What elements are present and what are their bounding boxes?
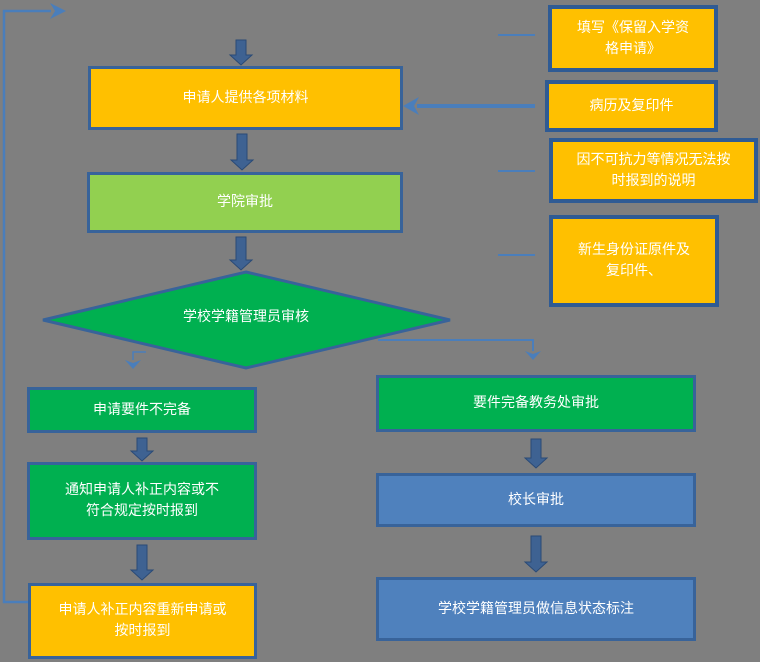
branch-right-arrowhead <box>525 351 541 360</box>
attachment-id-card: 新生身份证原件及复印件、 <box>549 215 719 307</box>
branch-left-line <box>132 351 146 360</box>
arrow-college-to-review <box>228 236 254 271</box>
arrow-notify-to-resubmit <box>129 544 155 581</box>
decision-diamond-shape <box>42 270 451 370</box>
loop-arrowhead-right <box>50 3 66 19</box>
arrow-start-to-materials <box>228 39 254 66</box>
node-complete-approval-label: 要件完备教务处审批 <box>473 395 599 411</box>
arrow-complete-to-principal <box>523 438 549 469</box>
arrow-principal-to-mark <box>523 535 549 573</box>
node-notify-correct: 通知申请人补正内容或不符合规定按时报到 <box>27 462 257 540</box>
node-provide-materials-label: 申请人提供各项材料 <box>182 89 309 106</box>
attachment-id-card-label: 新生身份证原件及复印件、 <box>578 242 690 279</box>
attachment-fill-application: 填写《保留入学资格申请》 <box>548 5 718 72</box>
node-incomplete: 申请要件不完备 <box>27 387 257 433</box>
node-college-approval: 学院审批 <box>87 172 403 233</box>
attachment-fill-application-label: 填写《保留入学资格申请》 <box>577 19 689 57</box>
decision-registrar-review-label: 学校学籍管理员审核 <box>183 309 309 325</box>
arrow-incomplete-to-notify <box>129 437 155 462</box>
thin-arrowheads <box>50 3 541 369</box>
node-resubmit-label: 申请人补正内容重新申请或按时报到 <box>58 602 227 639</box>
block-arrows <box>129 39 549 581</box>
thin-connectors <box>2 9 535 604</box>
arrow-materials-to-college <box>229 133 255 171</box>
branch-left-arrowhead <box>125 360 141 369</box>
loop-line <box>2 9 51 604</box>
node-provide-materials: 申请人提供各项材料 <box>88 66 403 130</box>
node-resubmit: 申请人补正内容重新申请或按时报到 <box>28 583 257 659</box>
node-incomplete-label: 申请要件不完备 <box>93 401 191 418</box>
node-principal-approval: 校长审批 <box>376 473 696 527</box>
node-registrar-mark: 学校学籍管理员做信息状态标注 <box>376 577 696 641</box>
node-college-approval-label: 学院审批 <box>217 194 273 210</box>
medical-arrowhead-left <box>403 97 419 115</box>
attachment-force-majeure-label: 因不可抗力等情况无法按时报到的说明 <box>576 151 731 189</box>
node-notify-correct-label: 通知申请人补正内容或不符合规定按时报到 <box>65 482 219 519</box>
attachment-medical-record-label: 病历及复印件 <box>589 97 674 114</box>
attachment-force-majeure: 因不可抗力等情况无法按时报到的说明 <box>549 138 758 203</box>
node-complete-approval: 要件完备教务处审批 <box>376 375 696 432</box>
node-registrar-mark-label: 学校学籍管理员做信息状态标注 <box>438 600 634 617</box>
attachment-medical-record: 病历及复印件 <box>545 80 718 132</box>
node-principal-approval-label: 校长审批 <box>508 491 564 508</box>
branch-right-line <box>378 339 534 351</box>
